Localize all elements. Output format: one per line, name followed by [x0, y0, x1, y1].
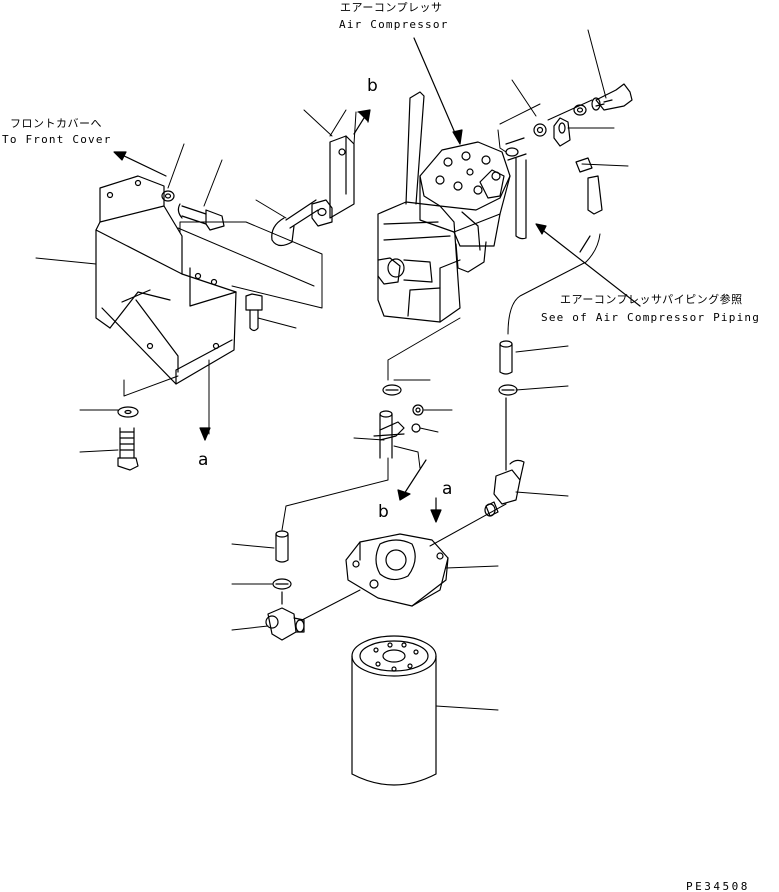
- right-hose-fittings: [484, 340, 525, 517]
- reference-mark-b-mid: b: [378, 502, 389, 522]
- air-compressor-label-en: Air Compressor: [339, 18, 449, 31]
- compressor-hose: [505, 83, 633, 253]
- routing-lines: [123, 99, 601, 621]
- front-cover-label-en: To Front Cover: [2, 133, 112, 146]
- front-cover-label-jp: フロントカバーへ: [10, 117, 102, 130]
- vertical-bolt: [245, 293, 263, 332]
- air-compressor-label-jp: エアーコンプレッサ: [340, 1, 443, 14]
- mounting-bracket: [95, 175, 237, 385]
- leader-lines: [35, 29, 629, 711]
- piping-label-en: See of Air Compressor Piping: [541, 311, 761, 324]
- air-compressor: [377, 91, 511, 323]
- reference-mark-a-top: a: [442, 479, 453, 499]
- small-bracket: [271, 135, 355, 247]
- reference-mark-b-top: b: [367, 76, 378, 96]
- reference-arrows: [113, 37, 641, 523]
- bracket-bolt: [161, 190, 225, 231]
- filter-head: [345, 533, 449, 607]
- middle-hose-fittings: [373, 384, 424, 459]
- reference-mark-a-left: a: [198, 450, 209, 470]
- lower-hose-fittings: [265, 530, 305, 641]
- lower-bolt: [117, 406, 139, 471]
- drawing-code: PE34508: [686, 880, 750, 892]
- filter-element: [351, 635, 437, 786]
- piping-label-jp: エアーコンプレッサパイピング参照: [560, 293, 743, 306]
